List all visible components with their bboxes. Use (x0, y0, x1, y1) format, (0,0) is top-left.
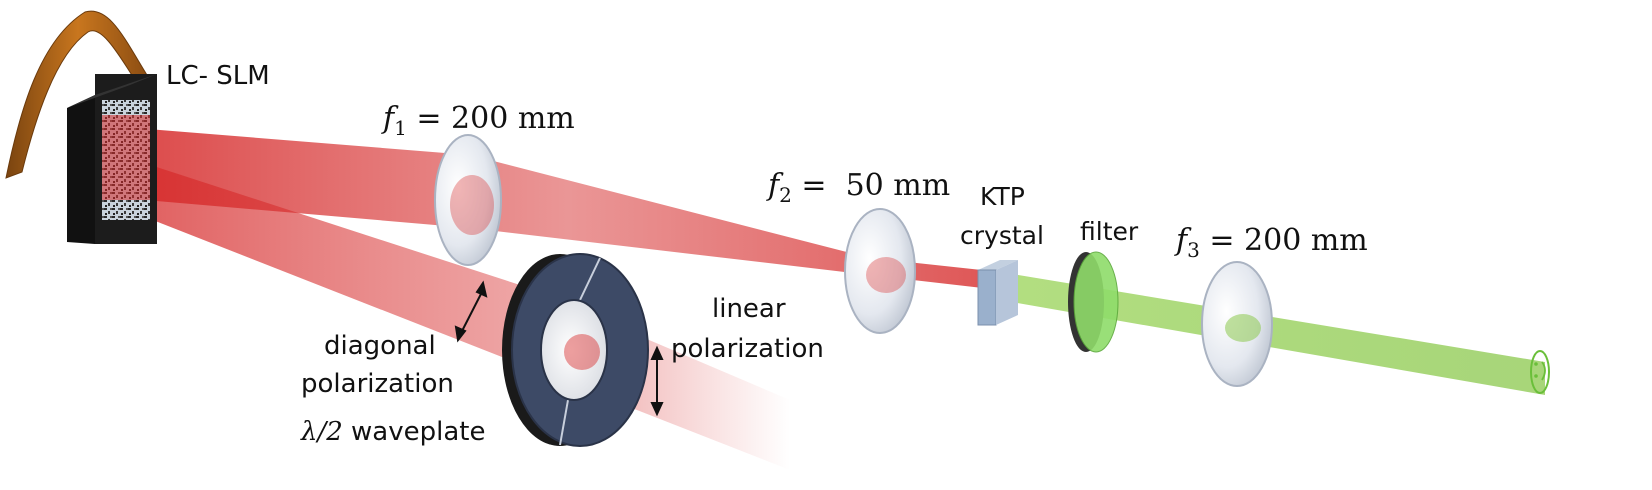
ktp-label-line2: crystal (960, 221, 1044, 250)
red-beam-upper (135, 128, 1000, 290)
lens-3-focal-label: f3 = 200 mm (1174, 223, 1368, 262)
linear-label-line2: polarization (671, 334, 824, 364)
smiley-icon (1530, 350, 1550, 394)
slm-label: LC- SLM (166, 61, 270, 91)
double-arrow-icon (650, 345, 664, 417)
lens-2 (844, 208, 916, 334)
double-arrow-icon (454, 280, 488, 343)
linear-label-line1: linear (712, 294, 786, 324)
diagonal-label-line1: diagonal (324, 331, 436, 361)
lens-3 (1201, 261, 1273, 387)
lens-1-focal-label: f1 = 200 mm (381, 101, 575, 140)
lens-1 (434, 134, 502, 266)
diagonal-label-line2: polarization (301, 369, 454, 399)
half-waveplate (502, 253, 649, 447)
ktp-crystal (977, 260, 1018, 326)
filter (1068, 251, 1119, 353)
ktp-label-line1: KTP (980, 182, 1025, 211)
waveplate-label: λ/2 waveplate (300, 417, 485, 447)
lens-2-focal-label: f2 = 50 mm (766, 168, 950, 207)
filter-label: filter (1080, 217, 1139, 246)
lc-slm (67, 74, 157, 244)
